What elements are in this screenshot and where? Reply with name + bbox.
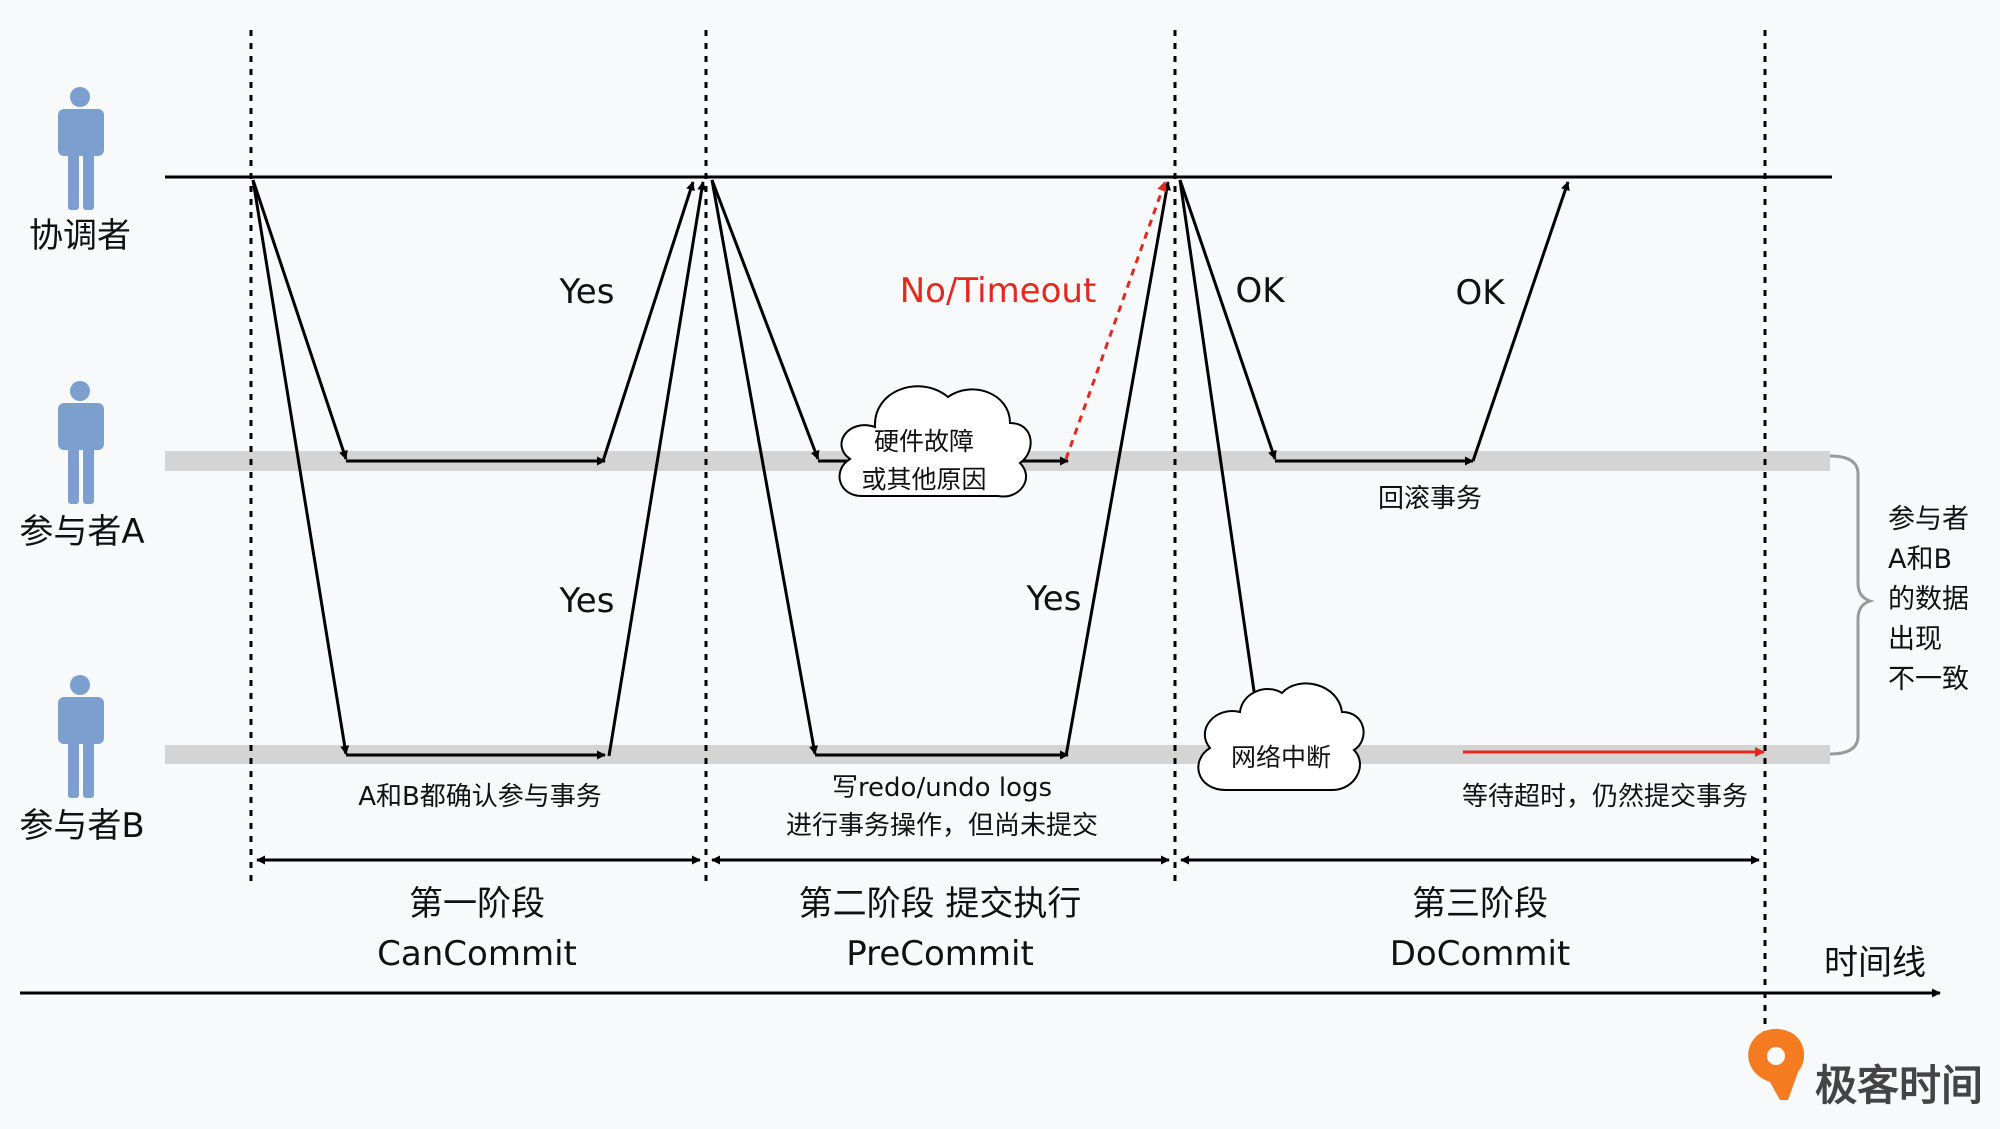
phase3-arrows [1178,179,1570,699]
phase3-reply-a-label: OK [1455,273,1506,313]
phase2-cloud-line1: 硬件故障 [874,427,974,456]
phase3-command-label: OK [1235,271,1286,311]
phase1-reply-b [607,181,707,757]
timeline-label: 时间线 [1824,943,1926,983]
phase2-note-line2: 进行事务操作，但尚未提交 [786,811,1098,841]
phase1-reply-b-label: Yes [559,581,615,621]
phase2-reply-b [1064,181,1172,757]
cloud-icon [1197,682,1365,791]
outcome-line: A和B [1888,544,1952,575]
person-icon [58,87,104,210]
phase1-note: A和B都确认参与事务 [358,782,602,812]
phase2-note-line1: 写redo/undo logs [832,773,1052,803]
phase2-reply-b-label: Yes [1026,579,1082,619]
participant-a-label: 参与者A [19,512,144,552]
person-icon [58,675,104,798]
phase1-name: CanCommit [377,934,577,974]
participant-b-label: 参与者B [19,806,144,846]
phase-boundaries [249,30,1767,1040]
phase2-title: 第二阶段 提交执行 [799,884,1082,924]
phase1-title: 第一阶段 [409,884,545,924]
phase1-request-b [251,179,350,755]
phase3-command-b-lost [1178,179,1257,699]
phase3-cloud-label: 网络中断 [1231,743,1331,772]
geek-time-logo-icon [1748,1028,1805,1100]
phase3-name: DoCommit [1390,934,1571,974]
phase2-name: PreCommit [846,934,1034,974]
phase3-note-b: 等待超时，仍然提交事务 [1462,782,1748,812]
cloud-icon [838,385,1032,498]
phase3-note-a: 回滚事务 [1378,484,1482,514]
phase3-reply-a [1471,181,1570,462]
outcome-line: 不一致 [1888,664,1969,695]
phase3-title: 第三阶段 [1412,884,1548,924]
phase2-request-a [710,179,820,460]
inconsistency-brace [1829,454,1875,756]
phase2-request-b [710,179,818,755]
phase1-request-a [251,179,348,460]
logo-text: 极客时间 [1815,1061,1983,1110]
outcome-line: 参与者 [1888,504,1969,535]
phase2-arrows [710,179,1172,760]
outcome-note: 参与者 A和B 的数据 出现 不一致 [1888,504,1969,695]
phase1-reply-a-label: Yes [559,272,615,312]
phase2-cloud-line2: 或其他原因 [861,465,986,494]
coordinator-label: 协调者 [29,216,131,256]
outcome-line: 的数据 [1888,584,1969,615]
phase1-arrows [251,179,707,760]
phase1-reply-a [601,181,695,462]
phase2-failed-reply-a [1064,181,1167,460]
phase2-reply-a-label: No/Timeout [900,271,1097,311]
outcome-line: 出现 [1888,624,1942,655]
phase3-command-a [1178,179,1277,460]
person-icon [58,381,104,504]
